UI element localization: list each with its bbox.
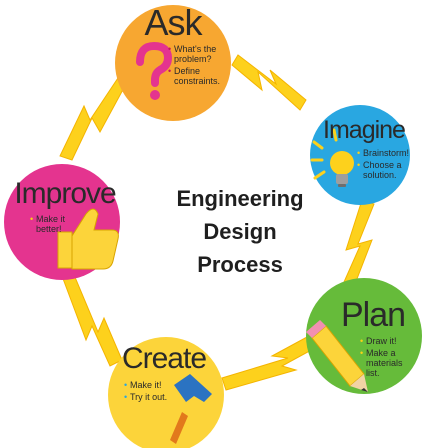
- plan-bullet-1: Draw it!: [360, 336, 412, 346]
- thumbs-up-icon: [57, 208, 119, 270]
- lightbulb-icon: [310, 128, 354, 187]
- ask-bullet-1: What's the problem?: [168, 44, 224, 64]
- create-title: Create: [121, 342, 207, 375]
- arrow-ask-to-imagine: [231, 54, 307, 111]
- improve-title: Improve: [14, 177, 116, 210]
- imagine-bullet-2: Choose a solution.: [357, 160, 405, 180]
- imagine-bullet-1: Brainstorm!: [357, 148, 409, 158]
- title-line-3: Process: [197, 252, 283, 277]
- plan-title: Plan: [340, 296, 406, 334]
- improve-bullets: Make it better!: [30, 214, 66, 234]
- arrow-create-to-improve: [61, 269, 123, 367]
- plan-bullet-2: Make a materials list.: [360, 348, 410, 378]
- improve-bullet-1: Make it better!: [30, 214, 66, 234]
- plan-bullets: Draw it! Make a materials list.: [360, 336, 412, 378]
- imagine-title: Imagine: [323, 116, 406, 144]
- create-bullet-1: Make it!: [124, 380, 188, 390]
- ask-bullets: What's the problem? Define constraints.: [168, 44, 232, 86]
- arrow-improve-to-ask: [59, 77, 127, 161]
- diagram-title: Engineering Design Process: [150, 182, 330, 281]
- create-bullets: Make it! Try it out.: [124, 380, 188, 402]
- ask-bullet-2: Define constraints.: [168, 66, 228, 86]
- title-line-1: Engineering: [176, 186, 304, 211]
- ask-title: Ask: [144, 2, 202, 43]
- imagine-bullets: Brainstorm! Choose a solution.: [357, 148, 409, 180]
- create-bullet-2: Try it out.: [124, 392, 188, 402]
- title-line-2: Design: [203, 219, 277, 244]
